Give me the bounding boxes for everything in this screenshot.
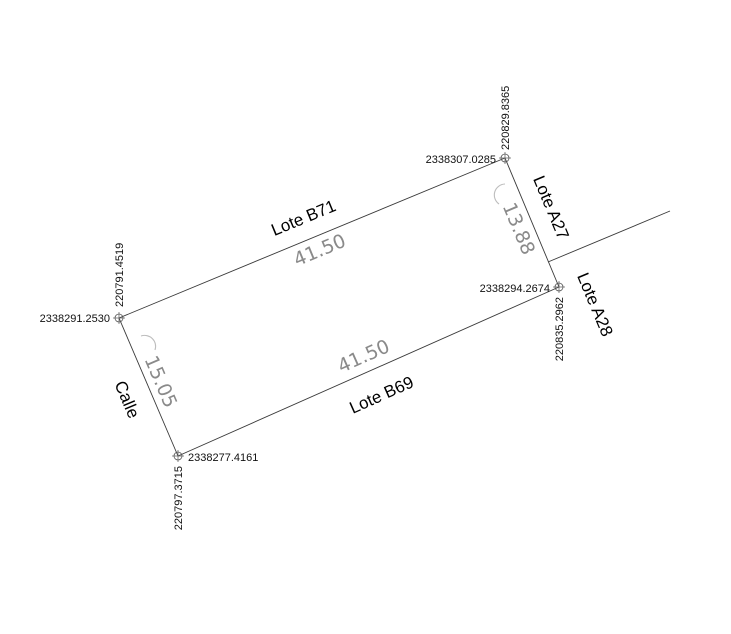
vertex-se-east-coordinate: 220835.2962	[554, 297, 566, 361]
vertex-sw-north-coordinate: 2338277.4161	[188, 452, 258, 464]
vertex-marker-northwest	[113, 312, 125, 324]
corner-arc-northeast	[493, 183, 506, 205]
east-boundary-line	[504, 157, 560, 288]
south-boundary-line	[177, 286, 560, 457]
vertex-marker-northeast	[499, 152, 511, 164]
neighbor-division-line	[547, 210, 671, 263]
neighbor-label-east-lower: Lote A28	[573, 270, 616, 339]
north-side-length: 41.50	[290, 230, 349, 271]
vertex-marker-southeast	[553, 281, 565, 293]
north-boundary-line	[118, 157, 506, 319]
vertex-sw-east-coordinate: 220797.3715	[173, 466, 185, 530]
neighbor-label-north: Lote B71	[269, 196, 339, 240]
south-side-length: 41.50	[334, 335, 393, 377]
vertex-nw-east-coordinate: 220791.4519	[114, 243, 126, 307]
neighbor-label-south: Lote B69	[347, 373, 417, 418]
vertex-nw-north-coordinate: 2338291.2530	[40, 313, 110, 325]
vertex-se-north-coordinate: 2338294.2674	[480, 283, 550, 295]
lot-boundary	[118, 157, 560, 457]
vertex-marker-southwest	[172, 450, 184, 462]
west-boundary-line	[118, 317, 179, 457]
corner-arc-northwest	[140, 334, 157, 351]
neighbor-label-west: Calle	[111, 378, 144, 421]
east-side-length: 13.88	[498, 199, 539, 258]
vertex-ne-east-coordinate: 220829.8365	[500, 86, 512, 150]
vertex-ne-north-coordinate: 2338307.0285	[426, 154, 496, 166]
